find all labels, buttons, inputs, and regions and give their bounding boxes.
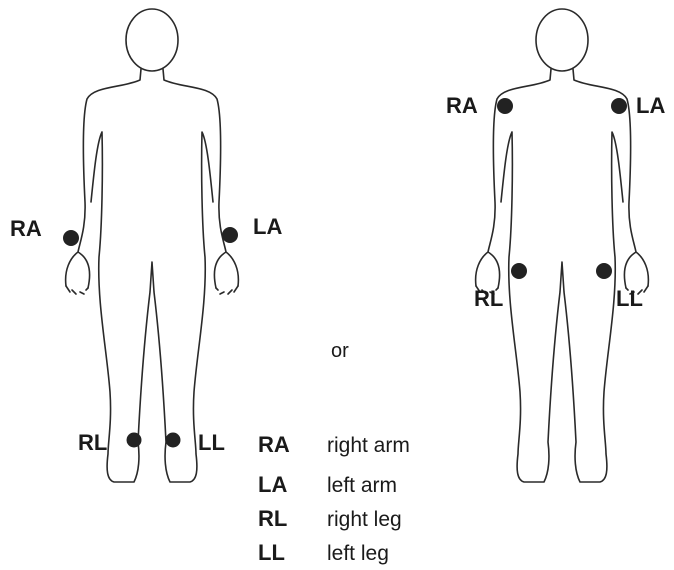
legend-abbr-la: LA — [258, 472, 287, 497]
electrode-right-leg-right-figure — [511, 263, 527, 279]
body-outline-right — [476, 9, 649, 482]
body-outline-left — [66, 9, 239, 482]
figure-right — [476, 9, 649, 482]
electrode-right-leg-left-figure — [127, 433, 142, 448]
electrode-right-arm-left-figure — [63, 230, 79, 246]
legend: RA right arm LA left arm RL right leg LL… — [258, 432, 410, 565]
legend-abbr-rl: RL — [258, 506, 287, 531]
label-ra-left-figure: RA — [10, 216, 42, 241]
label-rl-left-figure: RL — [78, 430, 107, 455]
label-rl-right-figure: RL — [474, 286, 503, 311]
legend-desc-la: left arm — [327, 474, 397, 497]
legend-desc-ra: right arm — [327, 434, 410, 457]
label-ra-right-figure: RA — [446, 93, 478, 118]
label-la-left-figure: LA — [253, 214, 282, 239]
legend-desc-ll: left leg — [327, 542, 389, 565]
label-la-right-figure: LA — [636, 93, 665, 118]
electrode-left-arm-left-figure — [222, 227, 238, 243]
legend-abbr-ra: RA — [258, 432, 290, 457]
legend-desc-rl: right leg — [327, 508, 402, 531]
electrode-left-arm-right-figure — [611, 98, 627, 114]
label-ll-left-figure: LL — [198, 430, 225, 455]
figure-left — [66, 9, 239, 482]
legend-abbr-ll: LL — [258, 540, 285, 565]
label-ll-right-figure: LL — [616, 286, 643, 311]
or-connector: or — [331, 340, 349, 362]
electrode-left-leg-right-figure — [596, 263, 612, 279]
electrode-right-arm-right-figure — [497, 98, 513, 114]
electrode-left-leg-left-figure — [166, 433, 181, 448]
